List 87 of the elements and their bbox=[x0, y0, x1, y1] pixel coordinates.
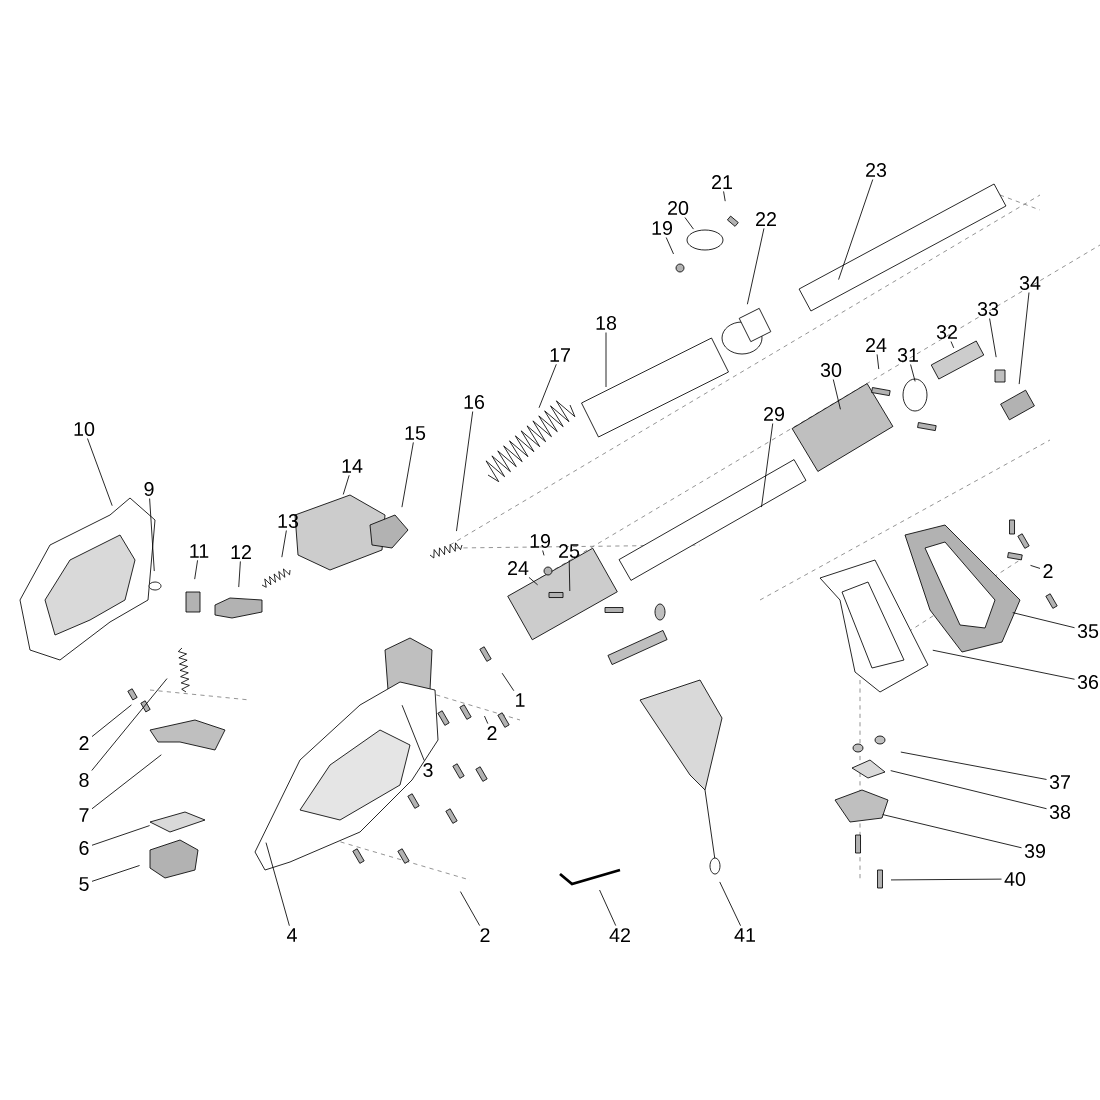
leader-line bbox=[401, 704, 425, 761]
callout-number: 3 bbox=[423, 763, 433, 777]
leader-line bbox=[876, 354, 880, 370]
leader-line bbox=[1012, 612, 1075, 629]
callout-number: 35 bbox=[1077, 624, 1099, 638]
leader-line bbox=[87, 438, 113, 507]
leader-line bbox=[568, 560, 571, 592]
callout-number: 9 bbox=[144, 482, 154, 496]
callout-number: 40 bbox=[1004, 872, 1026, 886]
callout-number: 30 bbox=[820, 363, 842, 377]
callout-number: 41 bbox=[734, 928, 755, 942]
callout-number: 6 bbox=[79, 841, 89, 855]
callout-number: 18 bbox=[596, 316, 617, 330]
callout-number: 10 bbox=[74, 422, 95, 436]
callout-number: 20 bbox=[668, 201, 689, 215]
leader-line bbox=[950, 341, 955, 349]
callout-number: 11 bbox=[190, 544, 209, 558]
callout-number: 5 bbox=[79, 877, 89, 891]
callout-number: 15 bbox=[405, 426, 426, 440]
leader-line bbox=[890, 770, 1047, 810]
callout-number: 33 bbox=[977, 302, 999, 316]
callout-number: 2 bbox=[1043, 564, 1053, 578]
leader-line bbox=[832, 379, 841, 410]
leader-line bbox=[238, 561, 241, 588]
leader-line bbox=[91, 678, 168, 771]
callout-number: 23 bbox=[866, 163, 887, 177]
leader-line bbox=[456, 411, 474, 532]
leader-line bbox=[542, 550, 545, 556]
leader-line bbox=[1030, 564, 1041, 569]
callout-number: 2 bbox=[480, 928, 490, 942]
leader-line bbox=[91, 825, 150, 846]
leader-line bbox=[149, 498, 155, 572]
callout-number: 12 bbox=[231, 545, 251, 559]
leader-line bbox=[484, 715, 489, 725]
leader-line bbox=[890, 878, 1002, 881]
leader-line bbox=[910, 364, 916, 382]
callout-number: 34 bbox=[1019, 276, 1041, 290]
leader-line bbox=[684, 217, 694, 230]
leader-line bbox=[265, 842, 290, 927]
leader-line bbox=[838, 179, 874, 281]
callout-number: 32 bbox=[936, 325, 957, 339]
callout-number: 16 bbox=[464, 395, 485, 409]
leader-line bbox=[761, 423, 774, 508]
callout-number: 38 bbox=[1049, 805, 1071, 819]
leader-line bbox=[599, 889, 617, 927]
leader-line bbox=[665, 237, 674, 255]
callout-number: 37 bbox=[1049, 775, 1070, 789]
leader-line bbox=[900, 751, 1047, 780]
callout-number: 29 bbox=[764, 407, 784, 421]
callout-number: 19 bbox=[652, 221, 672, 235]
callout-number: 21 bbox=[712, 175, 732, 189]
callout-number: 2 bbox=[487, 726, 497, 740]
leader-line bbox=[1018, 292, 1030, 385]
leader-line bbox=[91, 704, 132, 737]
callout-number: 42 bbox=[609, 928, 630, 942]
callout-number: 31 bbox=[897, 348, 918, 362]
leader-line bbox=[460, 891, 481, 927]
leader-line bbox=[882, 814, 1022, 849]
callout-number: 39 bbox=[1024, 844, 1045, 858]
callout-number: 36 bbox=[1077, 675, 1099, 689]
leader-line bbox=[932, 649, 1075, 680]
leader-line bbox=[342, 474, 350, 495]
leader-line bbox=[91, 865, 140, 882]
leader-line bbox=[719, 881, 741, 927]
leader-line bbox=[723, 191, 726, 202]
callout-number: 7 bbox=[79, 808, 89, 822]
leader-line bbox=[501, 672, 515, 692]
leader-line bbox=[91, 754, 162, 810]
leader-line bbox=[605, 332, 607, 388]
leader-line bbox=[746, 228, 765, 305]
callout-number: 2 bbox=[79, 736, 89, 750]
callout-number: 8 bbox=[79, 773, 89, 787]
callout-number: 24 bbox=[866, 338, 887, 352]
callout-number: 19 bbox=[530, 534, 550, 548]
leader-line bbox=[989, 318, 997, 358]
callout-number: 17 bbox=[550, 348, 570, 362]
callout-number: 14 bbox=[342, 459, 363, 473]
leader-line bbox=[401, 441, 414, 508]
callout-number: 1 bbox=[516, 693, 525, 707]
leader-line bbox=[528, 577, 539, 586]
leader-line bbox=[281, 530, 287, 558]
callout-number: 4 bbox=[286, 928, 297, 942]
leader-line bbox=[194, 559, 198, 580]
callout-number: 22 bbox=[756, 212, 776, 226]
callout-number: 24 bbox=[508, 561, 529, 575]
leader-line bbox=[538, 363, 557, 409]
callout-number: 25 bbox=[559, 544, 580, 558]
